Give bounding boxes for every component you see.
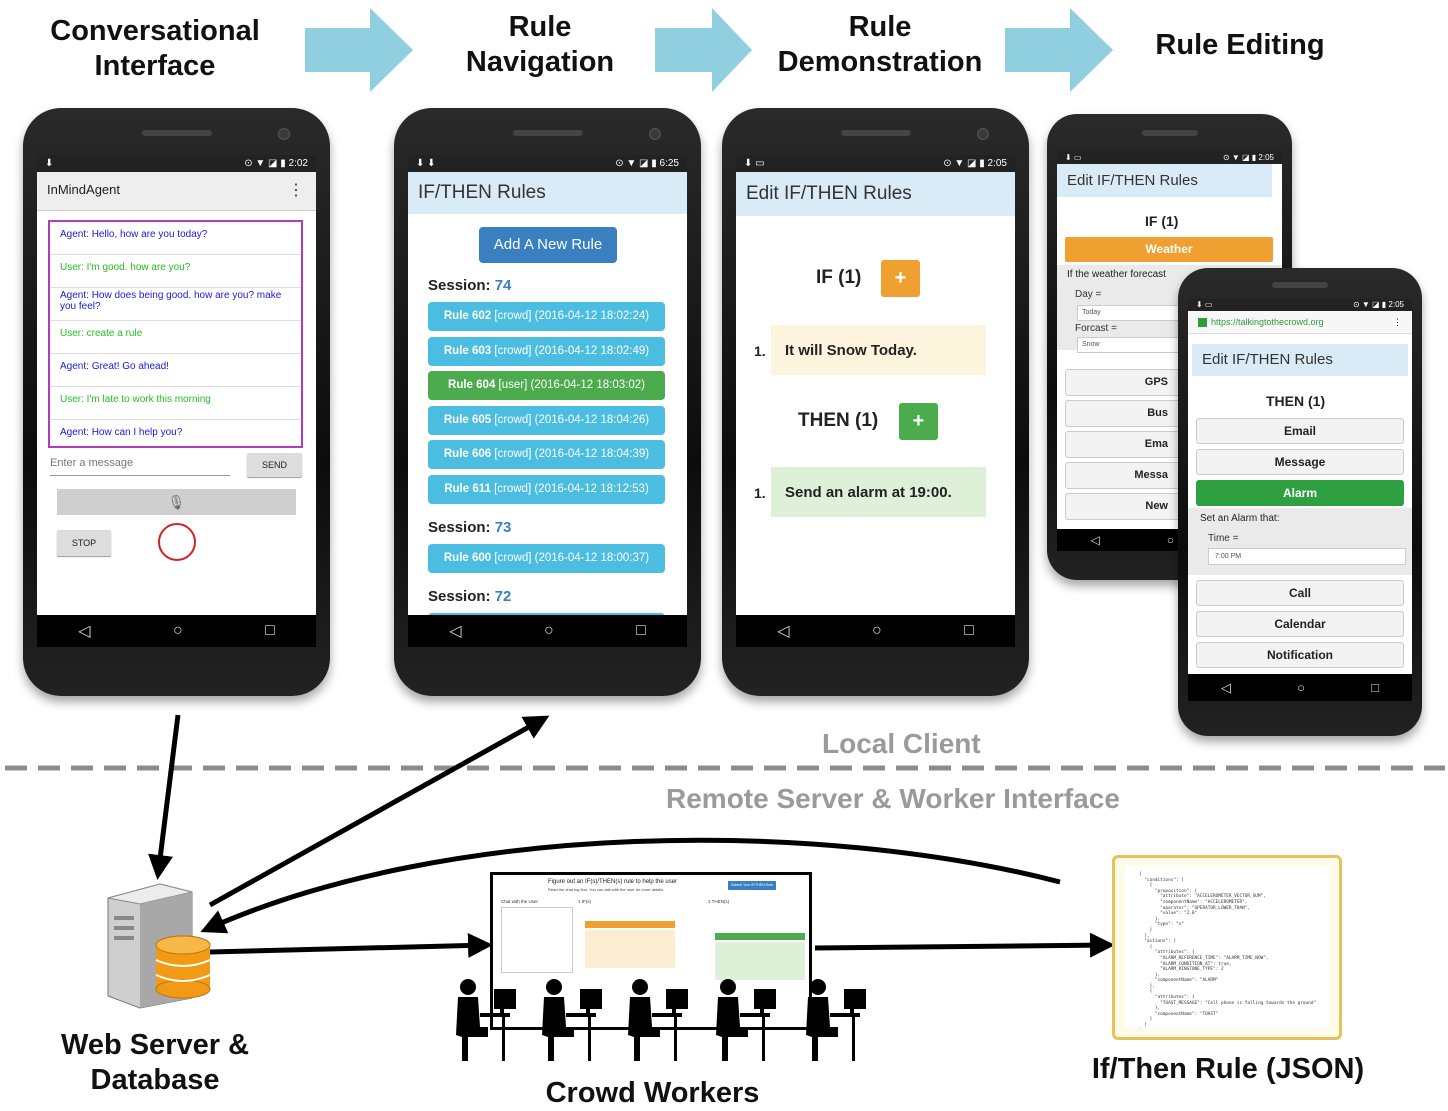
arrow-crowd-to-json xyxy=(815,945,1110,948)
worker-if-orange-bar xyxy=(585,921,675,928)
worker-then-green-bar xyxy=(715,933,805,940)
worker-chat-title: Chat with the User xyxy=(501,899,538,904)
crowd-workers-label: Crowd Workers xyxy=(530,1076,775,1111)
worker-chat-panel xyxy=(501,907,573,973)
json-code: { "conditions": [ { "proposition": { "at… xyxy=(1125,866,1329,1029)
submit-rule-button[interactable]: Submit Your IF/THEN Rule xyxy=(728,881,776,890)
worker-subheader: Read the chat log first. You can talk wi… xyxy=(548,887,664,892)
arrow-client-to-server xyxy=(158,715,178,875)
json-lines: { "conditions": [ { "proposition": { "at… xyxy=(1125,866,1329,1029)
worker-if-column-title: 1 IF(s) xyxy=(578,899,591,904)
worker-then-column-title: 1 THEN(s) xyxy=(708,899,729,904)
arrow-server-to-crowd xyxy=(210,945,488,952)
server-label: Web Server & Database xyxy=(45,1028,265,1098)
worker-header: Figure out an IF(s)/THEN(s) rule to help… xyxy=(548,879,677,885)
json-rule-box: { "conditions": [ { "proposition": { "at… xyxy=(1112,855,1342,1040)
worker-if-panel xyxy=(585,930,675,968)
json-label: If/Then Rule (JSON) xyxy=(1078,1052,1378,1087)
json-line: "TOAST_MESSAGE": "Cell phone is falling … xyxy=(1139,1001,1329,1007)
crowd-workers-icon xyxy=(448,975,888,1065)
server-database-icon xyxy=(100,880,220,1010)
